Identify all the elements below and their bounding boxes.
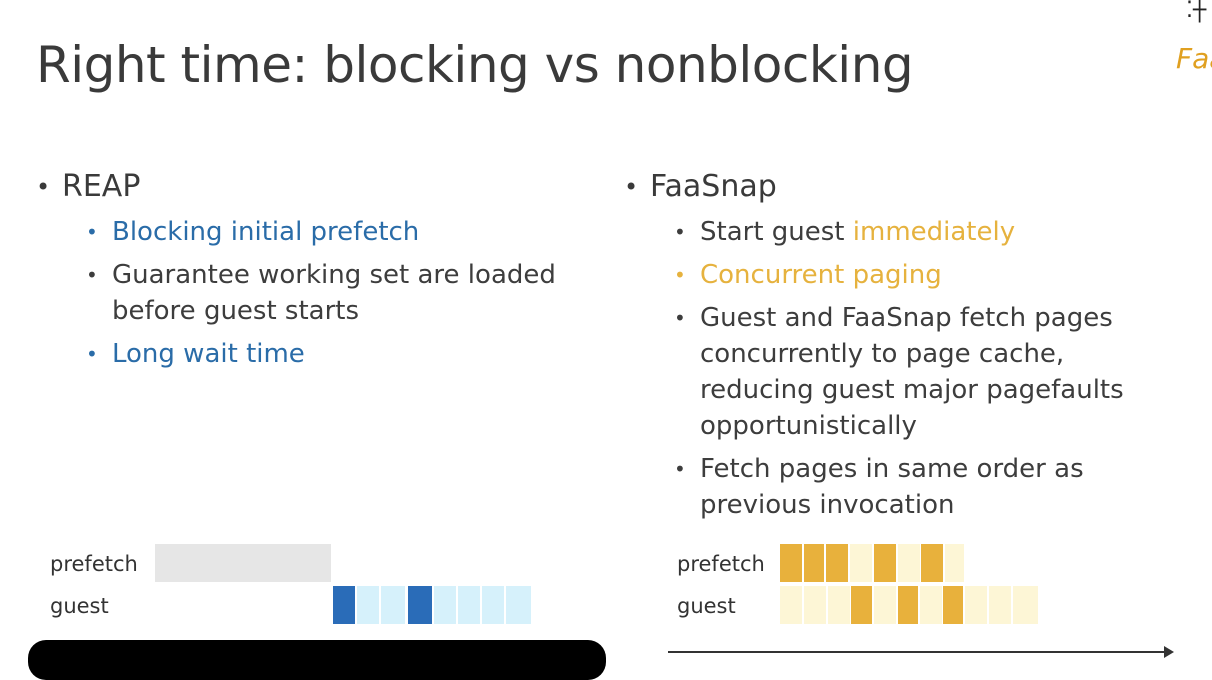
timeline-cell xyxy=(155,544,331,582)
timeline-cell xyxy=(506,586,531,624)
reap-heading-text: REAP xyxy=(62,169,141,204)
timeline-cell xyxy=(826,544,848,582)
slide-title: Right time: blocking vs nonblocking xyxy=(36,36,914,94)
faasnap-bullet: Start guest immediately xyxy=(674,214,1184,250)
timeline-cell xyxy=(921,544,943,582)
timeline-cell xyxy=(898,586,918,624)
timeline-cell xyxy=(850,544,872,582)
reap-heading: REAP xyxy=(36,168,596,206)
faasnap-heading-text: FaaSnap xyxy=(650,169,777,204)
faasnap-bullet-highlight: immediately xyxy=(852,217,1016,247)
faasnap-bullet-list: Start guest immediately Concurrent pagin… xyxy=(674,214,1184,523)
timeline-cell xyxy=(943,586,963,624)
faasnap-guest-label: guest xyxy=(677,594,736,618)
timeline-cell xyxy=(851,586,872,624)
timeline-cell xyxy=(408,586,432,624)
faasnap-heading: FaaSnap xyxy=(624,168,1184,206)
timeline-cell xyxy=(1013,586,1038,624)
logo-mark-icon: ⁚┼ xyxy=(1186,0,1207,23)
faasnap-guest-bar xyxy=(780,586,1038,624)
reap-bullet: Blocking initial prefetch xyxy=(86,214,596,250)
faasnap-bullet-prefix: Start guest xyxy=(700,217,853,247)
time-axis-arrow-icon xyxy=(1164,646,1174,658)
faasnap-bullet-text: Fetch pages in same order as previous in… xyxy=(700,454,1084,520)
faasnap-prefetch-bar xyxy=(780,544,964,582)
timeline-cell xyxy=(828,586,850,624)
timeline-cell xyxy=(458,586,480,624)
faasnap-prefetch-label: prefetch xyxy=(677,552,765,576)
faasnap-column: FaaSnap Start guest immediately Concurre… xyxy=(624,168,1184,530)
faasnap-bullet-text: Concurrent paging xyxy=(700,260,942,290)
reap-guest-label: guest xyxy=(50,594,109,618)
logo-text: Faa xyxy=(1176,42,1212,75)
timeline-cell xyxy=(989,586,1011,624)
timeline-cell xyxy=(434,586,456,624)
timeline-cell xyxy=(874,544,896,582)
reap-prefetch-bar xyxy=(155,544,331,582)
reap-bullet-text: Blocking initial prefetch xyxy=(112,217,420,247)
reap-bullet-list: Blocking initial prefetch Guarantee work… xyxy=(86,214,596,372)
faasnap-bullet-text: Guest and FaaSnap fetch pages concurrent… xyxy=(700,303,1124,441)
timeline-cell xyxy=(482,586,504,624)
reap-bullet: Guarantee working set are loaded before … xyxy=(86,257,582,329)
timeline-cell xyxy=(898,544,920,582)
faasnap-bullet: Guest and FaaSnap fetch pages concurrent… xyxy=(674,300,1160,444)
timeline-cell xyxy=(965,586,987,624)
timeline-cell xyxy=(945,544,964,582)
timeline-cell xyxy=(357,586,379,624)
reap-prefetch-label: prefetch xyxy=(50,552,138,576)
timeline-cell xyxy=(804,586,826,624)
timeline-cell xyxy=(780,544,802,582)
video-control-bar xyxy=(28,640,606,680)
timeline-cell xyxy=(381,586,405,624)
faasnap-bullet: Fetch pages in same order as previous in… xyxy=(674,451,1120,523)
reap-bullet-text: Long wait time xyxy=(112,339,305,369)
timeline-cell xyxy=(920,586,942,624)
timeline-cell xyxy=(780,586,802,624)
reap-column: REAP Blocking initial prefetch Guarantee… xyxy=(36,168,596,379)
time-axis-line xyxy=(668,651,1168,653)
faasnap-bullet: Concurrent paging xyxy=(674,257,1184,293)
reap-bullet-text: Guarantee working set are loaded before … xyxy=(112,260,556,326)
reap-guest-bar xyxy=(333,586,531,624)
timeline-cell xyxy=(333,586,355,624)
timeline-cell xyxy=(874,586,896,624)
reap-bullet: Long wait time xyxy=(86,336,596,372)
timeline-cell xyxy=(804,544,824,582)
